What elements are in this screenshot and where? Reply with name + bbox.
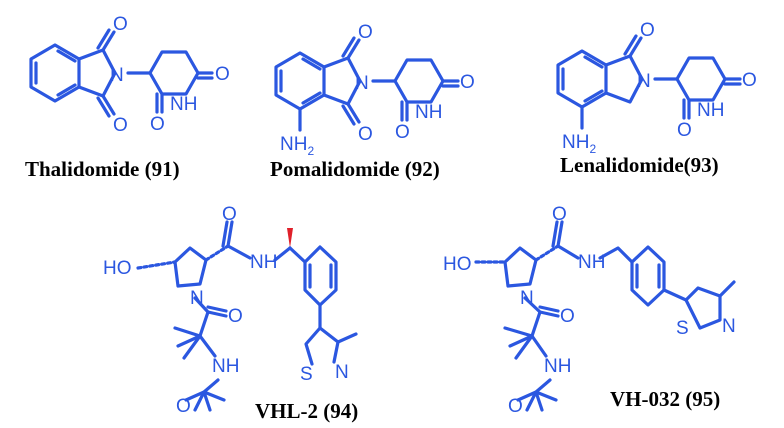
lenalidomide-nitrogen: N bbox=[637, 71, 651, 92]
vhl2-amide-nh: NH bbox=[250, 252, 277, 273]
thalidomide-oxygen-top: O bbox=[113, 14, 128, 35]
vhl2-pyrrolidine-nitrogen: N bbox=[190, 288, 204, 309]
pomalidomide-oxygen-right: O bbox=[460, 72, 475, 93]
pomalidomide-oxygen-lower: O bbox=[395, 122, 410, 143]
lenalidomide-caption: Lenalidomide(93) bbox=[560, 153, 719, 177]
lenalidomide-amine-subscript: 2 bbox=[589, 142, 596, 156]
vhl2-thiazole-nitrogen: N bbox=[335, 362, 349, 383]
vh032-thiazole-nitrogen: N bbox=[722, 316, 736, 337]
lenalidomide-oxygen-top: O bbox=[640, 20, 655, 41]
lenalidomide-amine: NH2 bbox=[562, 132, 596, 156]
vh032-pyrrolidine-nitrogen: N bbox=[520, 288, 534, 309]
vh032-nh: NH bbox=[544, 356, 571, 377]
vh032-amide-nh: NH bbox=[578, 252, 605, 273]
vh032-sulfur: S bbox=[676, 318, 689, 339]
thalidomide-nitrogen: N bbox=[110, 65, 124, 86]
pomalidomide-oxygen-bottom: O bbox=[358, 124, 373, 145]
vh032-oxygen-acetyl: O bbox=[508, 396, 523, 417]
vhl2-oxygen-acetyl: O bbox=[176, 396, 191, 417]
pomalidomide-structure: O N O O NH O NH2 bbox=[274, 22, 475, 158]
vhl2-oxygen-amide: O bbox=[228, 306, 243, 327]
pomalidomide-oxygen-top: O bbox=[358, 22, 373, 43]
pomalidomide-amine: NH2 bbox=[280, 134, 314, 158]
thalidomide-nh: NH bbox=[170, 94, 197, 115]
pomalidomide-nitrogen: N bbox=[355, 73, 369, 94]
thalidomide-oxygen-bottom: O bbox=[113, 115, 128, 136]
thalidomide-structure: O N O O NH O bbox=[29, 14, 230, 136]
vhl2-caption: VHL-2 (94) bbox=[255, 399, 358, 423]
thalidomide-oxygen-lower: O bbox=[150, 114, 165, 135]
vhl2-nh: NH bbox=[212, 356, 239, 377]
lenalidomide-structure: O N O NH O NH2 bbox=[556, 20, 757, 156]
thalidomide-oxygen-right: O bbox=[215, 64, 230, 85]
pomalidomide-caption: Pomalidomide (92) bbox=[270, 157, 440, 181]
vhl2-oxygen-carbonyl: O bbox=[222, 204, 237, 225]
lenalidomide-oxygen-right: O bbox=[742, 70, 757, 91]
lenalidomide-amine-base: NH bbox=[562, 132, 589, 153]
vhl2-structure: HO N O NH O NH O S N bbox=[103, 204, 358, 417]
vh032-oxygen-carbonyl: O bbox=[552, 204, 567, 225]
pomalidomide-nh: NH bbox=[415, 102, 442, 123]
pomalidomide-amine-subscript: 2 bbox=[307, 144, 314, 158]
vh032-structure: HO N O NH O NH O S N bbox=[443, 204, 736, 417]
vhl2-hydroxyl: HO bbox=[103, 258, 132, 279]
vhl2-sulfur: S bbox=[300, 364, 313, 385]
lenalidomide-nh: NH bbox=[697, 100, 724, 121]
pomalidomide-amine-base: NH bbox=[280, 134, 307, 155]
thalidomide-caption: Thalidomide (91) bbox=[25, 157, 180, 181]
lenalidomide-oxygen-lower: O bbox=[677, 120, 692, 141]
vh032-caption: VH-032 (95) bbox=[610, 387, 720, 411]
vh032-hydroxyl: HO bbox=[443, 254, 472, 275]
vh032-oxygen-amide: O bbox=[560, 306, 575, 327]
